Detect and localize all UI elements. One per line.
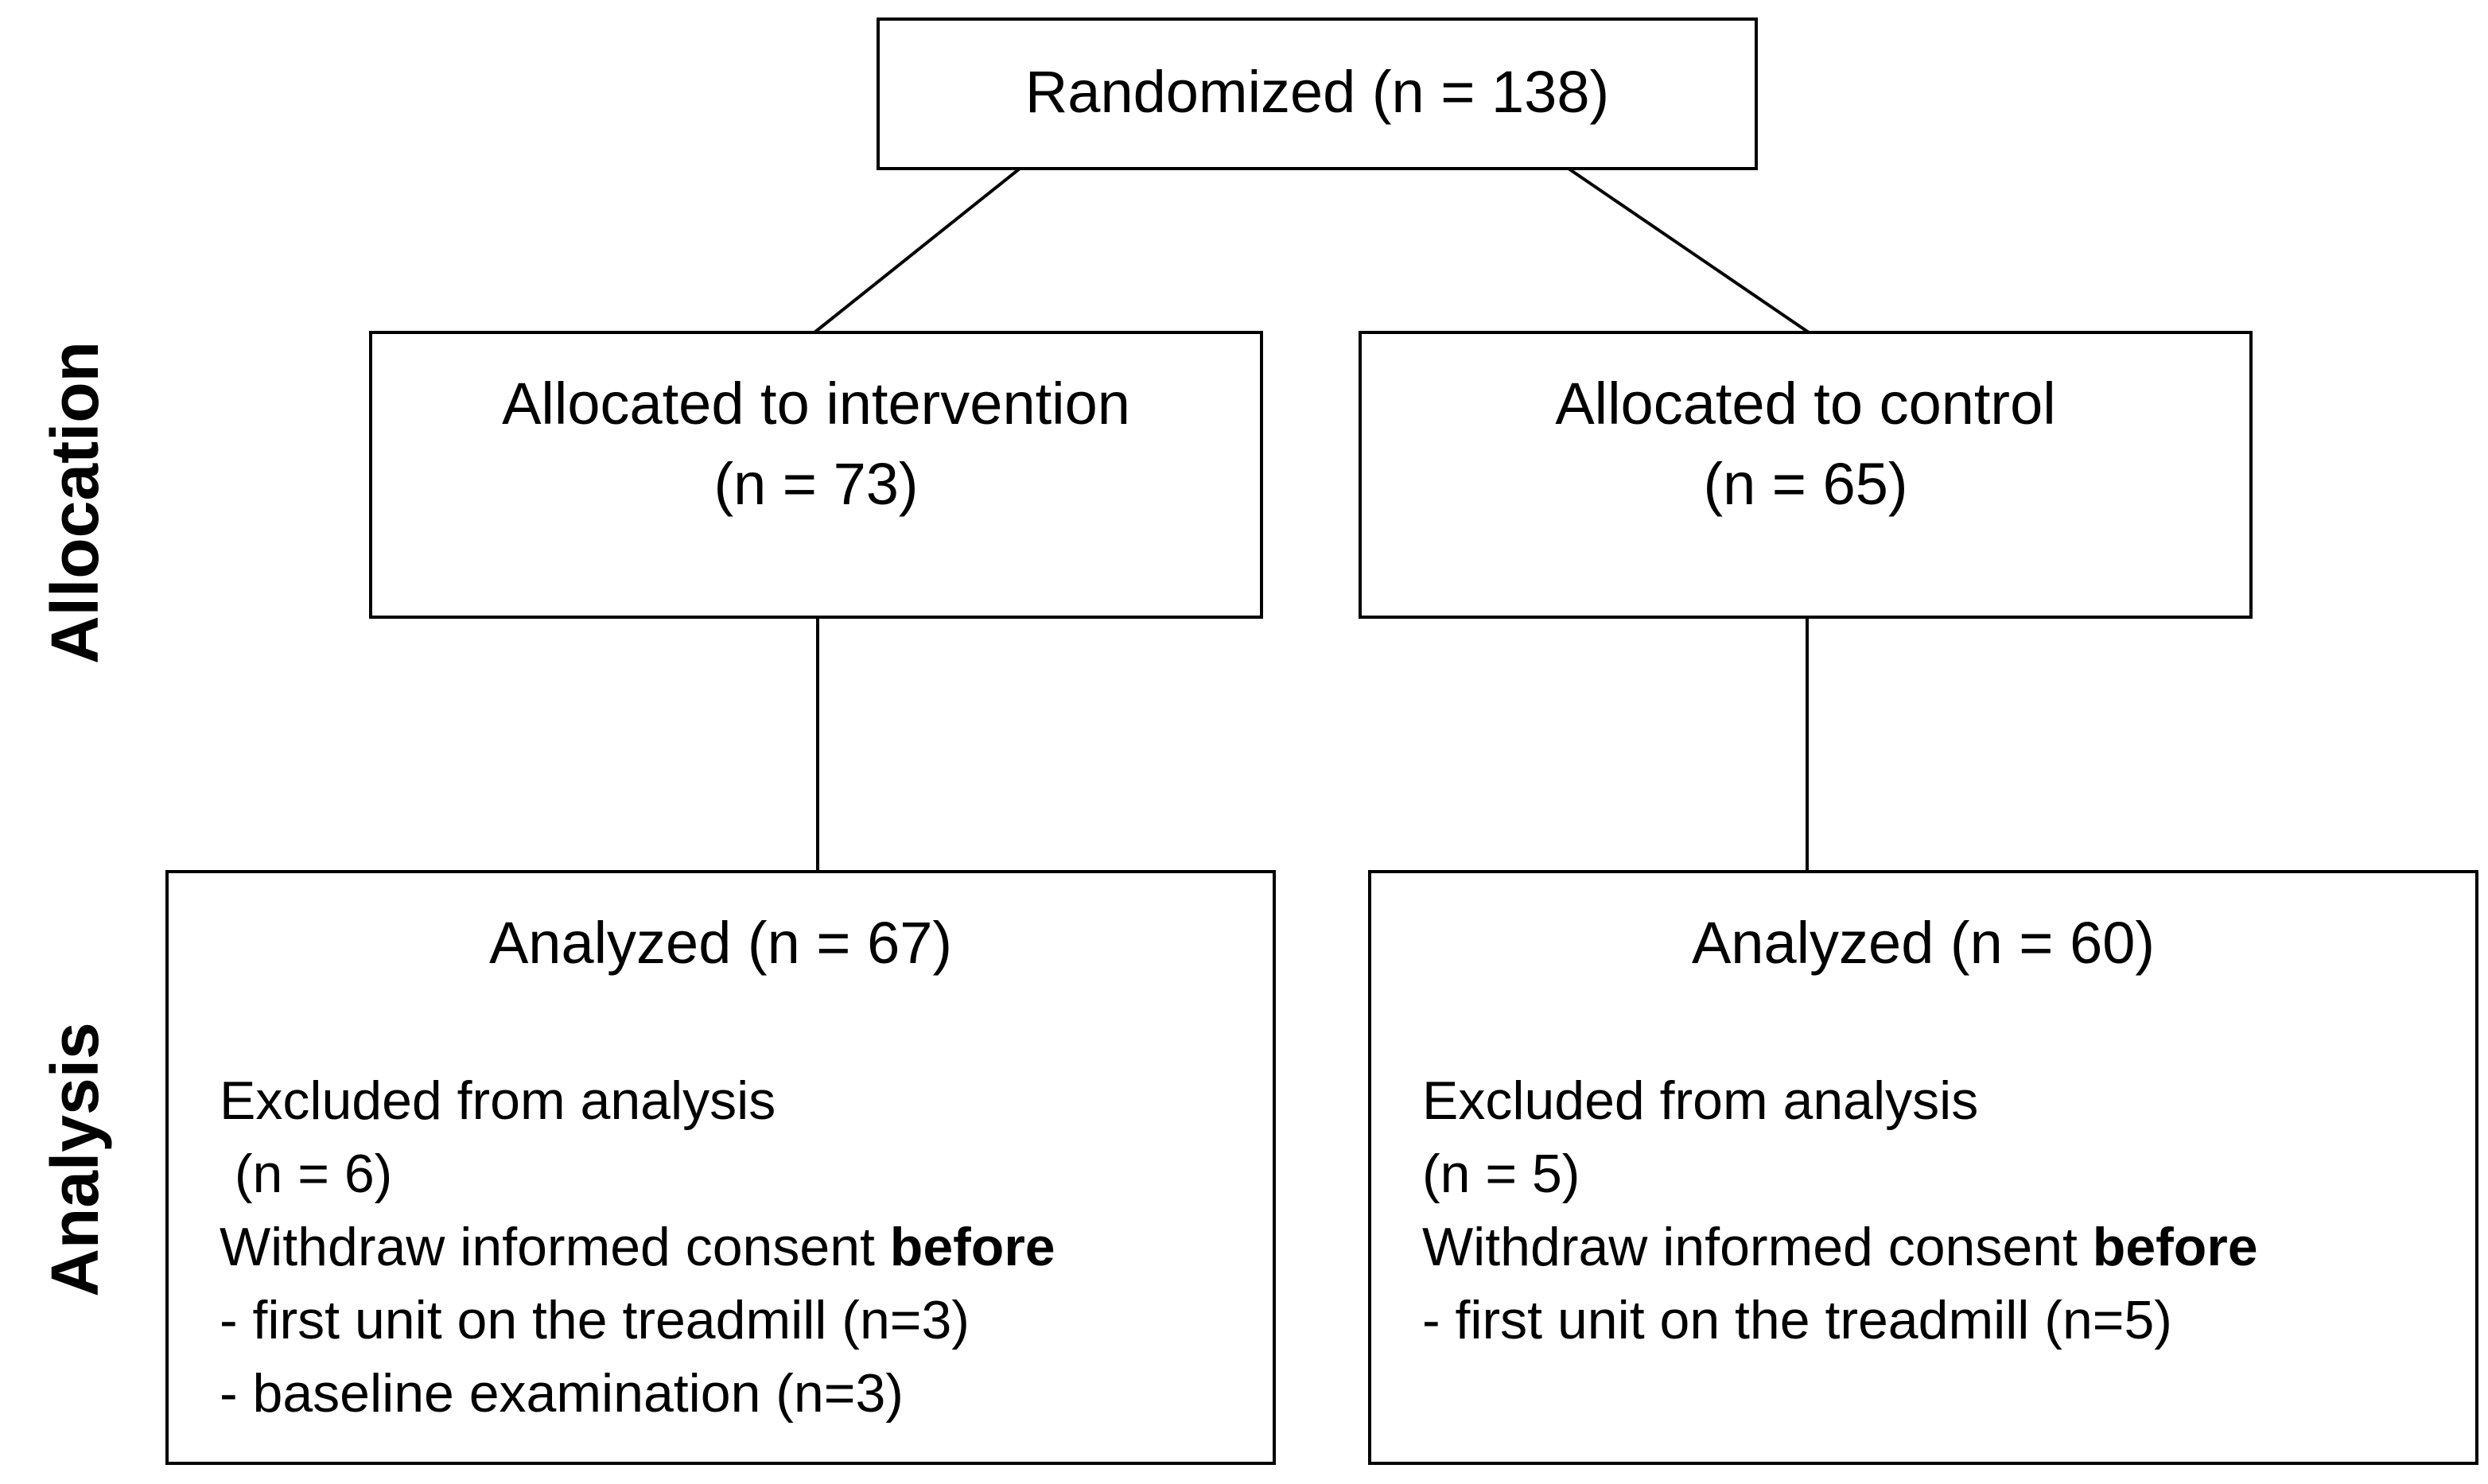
phase-label-allocation: Allocation [37,341,112,665]
analysis-intervention-item: - first unit on the treadmill (n=3) [220,1290,970,1350]
analysis-intervention-excluded-header: Excluded from analysis [220,1070,776,1131]
withdraw-emphasis: before [889,1217,1055,1277]
analysis-control-withdraw: Withdraw informed consent before [1422,1210,2258,1284]
analysis-control-item: - first unit on the treadmill (n=5) [1422,1290,2172,1350]
randomized-text: Randomized (n = 138) [1024,59,1610,125]
analysis-intervention-title: Analyzed (n = 67) [488,910,953,976]
analysis-control-excluded-header: Excluded from analysis [1422,1070,1979,1131]
withdraw-text: Withdraw informed consent [1422,1217,2093,1277]
analysis-intervention-excluded-count: (n = 6) [220,1144,393,1204]
withdraw-emphasis: before [2092,1217,2258,1277]
withdraw-text: Withdraw informed consent [220,1217,890,1277]
connector-randomized-to-intervention [813,167,1021,334]
allocation-intervention-count: (n = 73) [713,450,919,517]
allocation-intervention-box: Allocated to intervention (n = 73) [369,331,1263,619]
allocation-control-box: Allocated to control (n = 65) [1359,331,2253,619]
allocation-intervention-title: Allocated to intervention [502,371,1130,437]
allocation-control-count: (n = 65) [1703,450,1908,517]
allocation-control-title: Allocated to control [1555,371,2056,437]
analysis-intervention-item: - baseline examination (n=3) [220,1363,904,1424]
analysis-control-title: Analyzed (n = 60) [1691,910,2156,976]
analysis-control-excluded-count: (n = 5) [1422,1144,1580,1204]
analysis-intervention-box: Analyzed (n = 67) Excluded from analysis… [165,870,1276,1465]
randomized-box: Randomized (n = 138) [877,17,1758,170]
analysis-control-box: Analyzed (n = 60) Excluded from analysis… [1368,870,2478,1465]
phase-label-analysis: Analysis [37,1022,112,1297]
connector-randomized-to-control [1567,167,1810,334]
analysis-intervention-withdraw: Withdraw informed consent before [220,1210,1055,1284]
